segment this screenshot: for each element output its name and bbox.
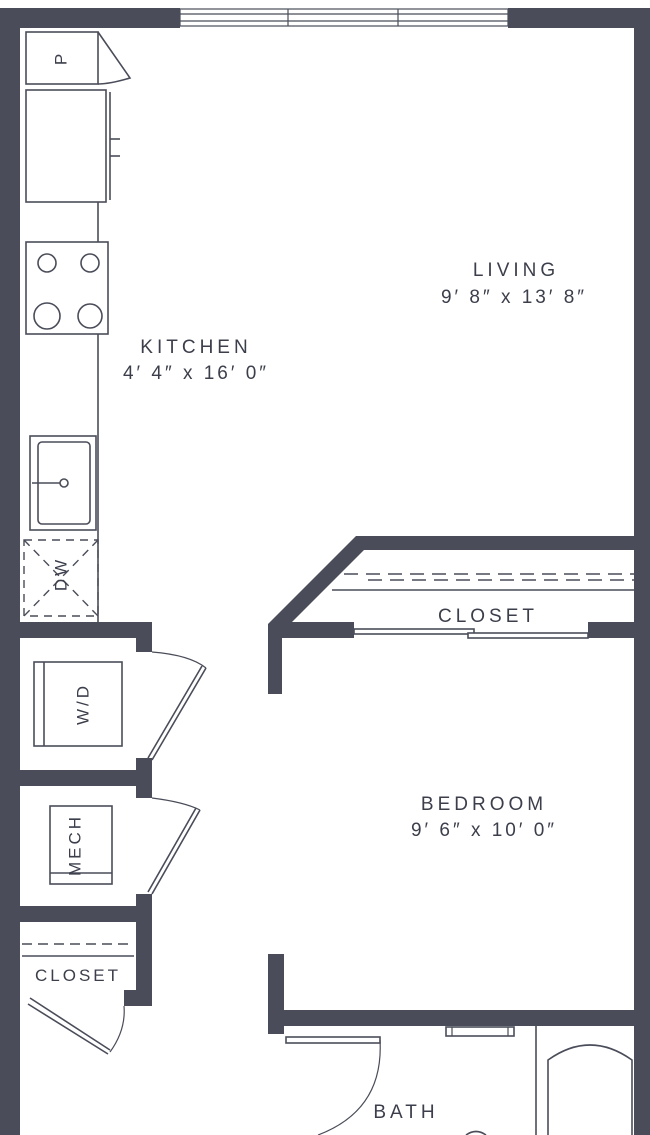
mechanical-unit: MECH: [49, 805, 113, 885]
svg-text:CLOSET: CLOSET: [35, 966, 121, 985]
window-top: [179, 8, 509, 27]
dishwasher: DW: [23, 539, 99, 617]
svg-text:P: P: [51, 51, 70, 65]
mech-door: [147, 797, 201, 895]
svg-text:W/D: W/D: [73, 683, 92, 725]
bedroom-closet: CLOSET: [332, 573, 634, 639]
kitchen-dims: 4′ 4″ x 16′ 0″: [123, 363, 269, 384]
utility-walls: [20, 622, 152, 1006]
living-dims: 9′ 8″ x 13′ 8″: [441, 287, 587, 308]
laundry-door: [147, 651, 207, 761]
living-label: LIVING: [473, 260, 559, 281]
bedroom-dims: 9′ 6″ x 10′ 0″: [411, 820, 557, 841]
hall-closet: CLOSET: [22, 943, 134, 1055]
kitchen-label: KITCHEN: [140, 337, 251, 358]
cooktop: [25, 241, 109, 335]
svg-text:CLOSET: CLOSET: [438, 606, 538, 627]
pantry: P: [25, 31, 132, 85]
svg-text:MECH: MECH: [65, 814, 84, 876]
exterior-walls: [0, 8, 650, 1135]
refrigerator: [25, 89, 120, 203]
bedroom-label: BEDROOM: [421, 794, 547, 815]
room-labels: LIVING 9′ 8″ x 13′ 8″ KITCHEN 4′ 4″ x 16…: [123, 260, 587, 1123]
bath-label: BATH: [373, 1102, 438, 1123]
washer-dryer: W/D: [33, 661, 123, 747]
kitchen-sink: [29, 435, 97, 531]
svg-text:DW: DW: [51, 557, 70, 591]
bedroom-walls: [268, 536, 650, 1034]
bath-fixtures: [285, 1026, 633, 1135]
